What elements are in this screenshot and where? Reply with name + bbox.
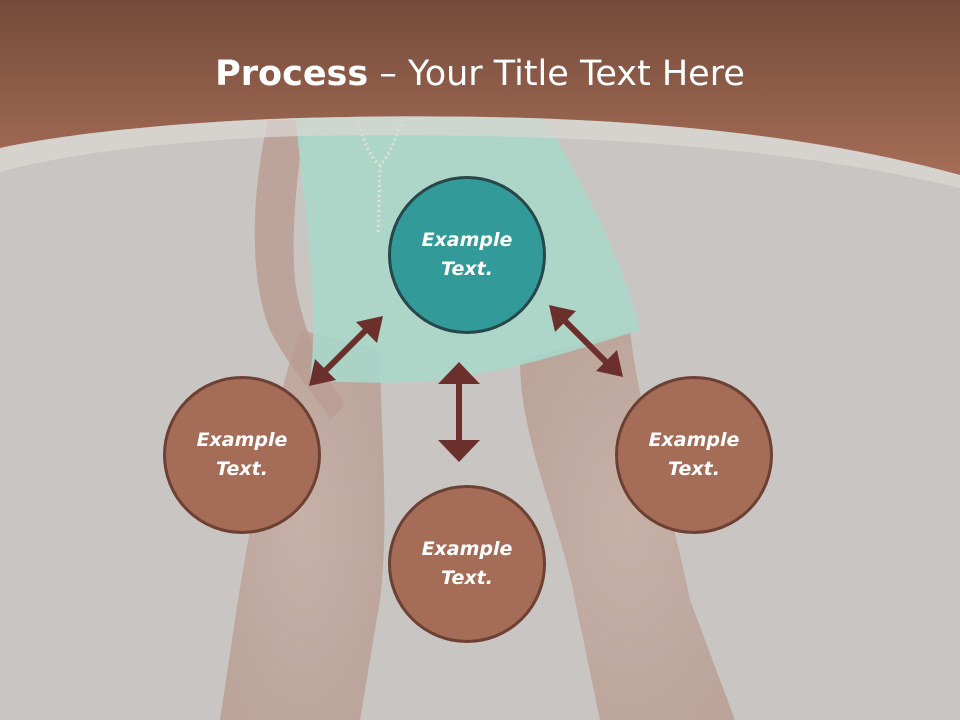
circle-left-text: Example Text. [196, 429, 288, 480]
arrow-to-left [309, 316, 383, 386]
header-swoosh [0, 116, 960, 188]
slide-title: Process – Your Title Text Here [0, 52, 960, 96]
process-circle-right[interactable]: Example Text. [615, 376, 773, 534]
title-rest: – Your Title Text Here [368, 54, 745, 94]
title-bold: Process [215, 54, 369, 94]
arrow-to-bottom [438, 362, 480, 462]
process-circle-left[interactable]: Example Text. [163, 376, 321, 534]
arrow-to-right [549, 305, 623, 377]
process-arrows [309, 305, 623, 462]
process-circle-center[interactable]: Example Text. [388, 176, 546, 334]
header-band [0, 0, 960, 175]
circle-right-text: Example Text. [648, 429, 740, 480]
process-circle-bottom[interactable]: Example Text. [388, 485, 546, 643]
circle-center-text: Example Text. [421, 229, 513, 280]
circle-bottom-text: Example Text. [421, 538, 513, 589]
